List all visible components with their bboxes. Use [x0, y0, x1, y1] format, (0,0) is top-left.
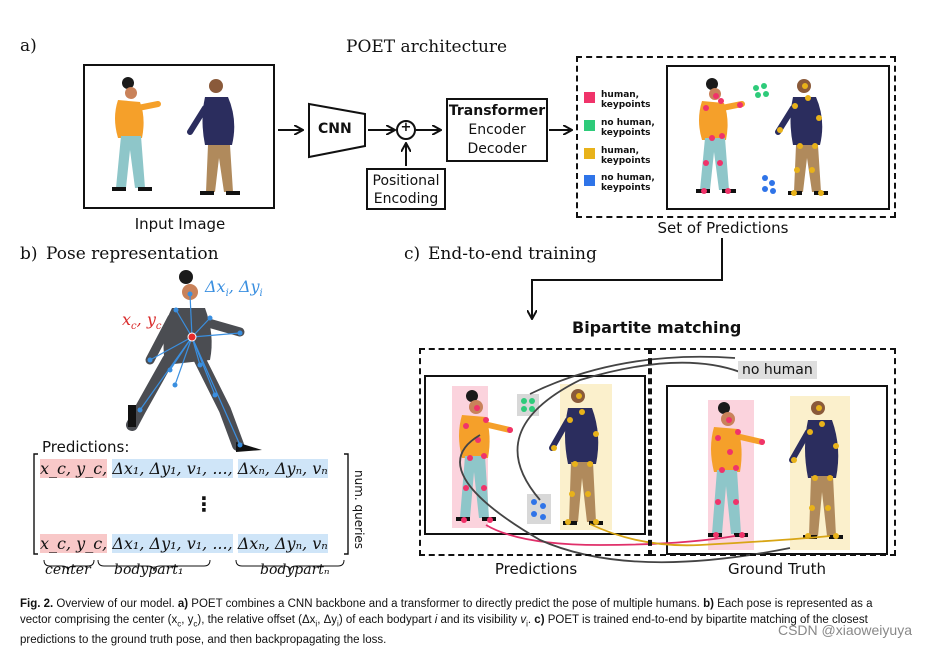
transformer-box: Transformer Encoder Decoder: [446, 98, 548, 162]
panel-c-predictions-dashed: [419, 348, 650, 556]
positional-encoding-box: Positional Encoding: [366, 168, 446, 210]
legend-item: no human,keypoints: [601, 173, 655, 193]
predictions-label: Predictions: [494, 560, 578, 578]
legend-swatch: [584, 175, 595, 186]
set-of-predictions-label: Set of Predictions: [657, 219, 789, 237]
input-image-label: Input Image: [134, 215, 226, 233]
legend-line2: keypoints: [601, 156, 651, 166]
matrix-left-bracket: [33, 453, 38, 555]
legend-line1: human,: [601, 90, 640, 100]
row1-bodypart1: Δx₁, Δy₁, v₁, ...,: [112, 459, 233, 478]
legend-item: no human,keypoints: [601, 118, 655, 138]
underbrace-bodypart1: [97, 559, 211, 572]
legend-line2: keypoints: [601, 100, 651, 110]
legend-line2: keypoints: [601, 128, 651, 138]
match-curve-cross: [459, 434, 791, 564]
woman-figure-input: [112, 77, 161, 191]
legend-swatch: [584, 92, 595, 103]
num-queries-label: num. queries: [352, 470, 366, 550]
man-figure-predictions: [775, 79, 828, 196]
legend-line1: no human,: [601, 173, 655, 183]
man-figure-input: [187, 79, 240, 195]
woman-figure-c-gt: [708, 402, 765, 538]
panel-c-letter: c): [404, 244, 421, 264]
legend-line1: human,: [601, 146, 640, 156]
cnn-block: [308, 102, 366, 159]
prediction-row-first: x_c, y_c, Δx₁, Δy₁, v₁, ..., Δxₙ, Δyₙ, v…: [40, 459, 328, 478]
match-curve-pink: [485, 524, 736, 546]
panel-c-title: End-to-end training: [428, 244, 597, 264]
legend-line1: no human,: [601, 118, 655, 128]
row2-bodypartn: Δxₙ, Δyₙ, vₙ: [237, 534, 328, 553]
input-image-frame: [83, 64, 275, 209]
figure-caption: Fig. 2. Overview of our model. a) POET c…: [20, 598, 873, 647]
legend-swatch: [584, 120, 595, 131]
panel-b-title: Pose representation: [46, 244, 219, 264]
delta-keypoint-label: Δxi, Δyi: [205, 277, 263, 300]
match-curve-yellow: [589, 523, 831, 547]
man-figure-c-pred: [549, 389, 603, 525]
ground-truth-label: Ground Truth: [728, 560, 826, 578]
no-human-green-dots: [753, 83, 769, 98]
legend-item: human,keypoints: [601, 90, 651, 110]
match-curve-blue: [516, 361, 741, 501]
panel-c-groundtruth-dashed: [650, 348, 896, 556]
predictions-matrix-label: Predictions:: [42, 438, 130, 456]
row2-center: x_c, y_c,: [40, 534, 108, 553]
walking-figure-pose: [126, 270, 262, 452]
plus-circle: [396, 120, 416, 140]
legend-line2: keypoints: [601, 183, 651, 193]
arrow-set-to-bipartite: [532, 238, 723, 318]
cnn-label: CNN: [318, 121, 352, 137]
underbrace-bodypartn-label: bodypartₙ: [260, 562, 330, 578]
panel-c-groundtruth-frame: [666, 385, 888, 555]
set-of-predictions-frame: [576, 56, 896, 218]
underbrace-bodypart1-label: bodypart₁: [114, 562, 184, 578]
underbrace-center: [43, 559, 95, 572]
woman-figure-c-pred: [456, 390, 513, 523]
no-human-tag: no human: [738, 361, 817, 379]
underbrace-bodypartn: [235, 559, 345, 572]
panel-a-letter: a): [20, 36, 37, 56]
decoder-label: Decoder: [467, 141, 527, 157]
underbrace-center-label: center: [45, 562, 91, 578]
row2-bodypart1: Δx₁, Δy₁, v₁, ...,: [112, 534, 233, 553]
transformer-label: Transformer: [448, 103, 546, 119]
encoding-label: Encoding: [373, 191, 439, 207]
plus-symbol: +: [400, 120, 412, 135]
row1-center: x_c, y_c,: [40, 459, 108, 478]
man-figure-c-gt: [789, 401, 843, 539]
positional-label: Positional: [372, 173, 440, 189]
panel-a-title: POET architecture: [346, 37, 508, 57]
matrix-right-bracket: [344, 453, 349, 555]
legend-swatch: [584, 148, 595, 159]
panel-b-letter: b): [20, 244, 38, 264]
center-label: xc, yc: [122, 310, 162, 333]
no-human-blue-dots: [762, 175, 776, 194]
woman-figure-predictions: [696, 78, 745, 194]
vertical-ellipsis: ⋮: [194, 492, 214, 516]
prediction-row-last: x_c, y_c, Δx₁, Δy₁, v₁, ..., Δxₙ, Δyₙ, v…: [40, 534, 328, 553]
legend-item: human,keypoints: [601, 146, 651, 166]
watermark: CSDN @xiaoweiyuya: [777, 622, 912, 638]
match-curve-green: [529, 355, 736, 395]
bipartite-matching-title: Bipartite matching: [572, 318, 742, 337]
encoder-label: Encoder: [468, 122, 526, 138]
row1-bodypartn: Δxₙ, Δyₙ, vₙ: [237, 459, 328, 478]
